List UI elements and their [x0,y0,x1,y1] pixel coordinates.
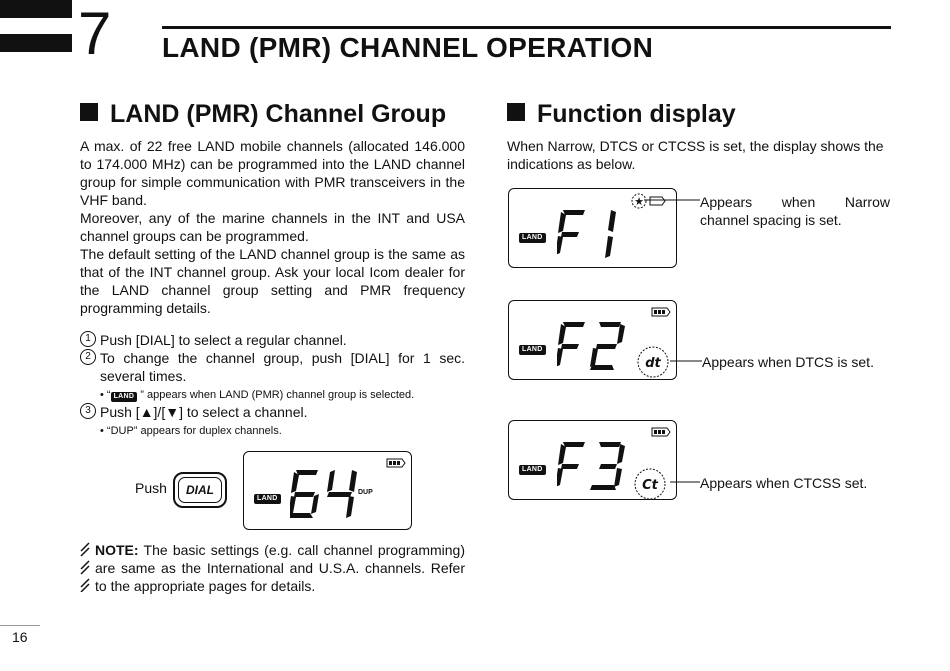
ctcss-indicator-icon: Ct [634,468,666,500]
note-text: The basic settings (e.g. call channel pr… [95,542,465,594]
note-label: NOTE: [95,542,139,558]
step-number: 1 [80,331,96,347]
battery-icon [651,307,671,317]
page-number-rule [0,625,40,626]
bullet-land: • “LAND ” appears when LAND (PMR) channe… [100,389,415,402]
lcd-display-channel: LAND 64 DUP [243,451,412,530]
chapter-title: LAND (PMR) CHANNEL OPERATION [162,32,654,63]
step-text: To change the channel group, push [DIAL]… [100,350,465,384]
f2-text: F2 [509,301,510,302]
step-item: 2 To change the channel group, push [DIA… [80,349,465,385]
f2-digits [557,322,625,370]
callout-line [644,199,700,201]
f3-digits [557,442,625,490]
f1-digits [557,210,616,258]
channel-digits [290,470,357,518]
lcd-display-f1: LAND F1 ★ [508,188,677,268]
section-heading-function-display: Function display [507,100,736,129]
dial-label: DIAL [178,477,222,503]
callout-line [670,481,700,483]
land-badge-icon: LAND [254,494,281,504]
chapter-tab-bar [0,34,72,52]
step-text: Push [▲]/[▼] to select a channel. [100,404,308,420]
callout-ctcss: Appears when CTCSS set. [700,475,868,491]
svg-text:dt: dt [645,356,661,371]
step-item: 3 Push [▲]/[▼] to select a channel. [80,403,465,421]
paragraph: A max. of 22 free LAND mobile channels (… [80,138,465,208]
note-block: NOTE: The basic settings (e.g. call chan… [95,541,465,595]
battery-icon [386,458,406,468]
chapter-tab-bar [0,0,72,18]
square-bullet-icon [507,103,525,121]
step-text: Push [DIAL] to select a regular channel. [100,332,347,348]
chapter-number: 7 [78,0,112,67]
land-badge-icon: LAND [519,465,546,475]
callout-narrow: Appears when Narrow channel spacing is s… [700,194,890,228]
step-number: 3 [80,403,96,419]
header-rule [162,26,891,29]
callout-dtcs: Appears when DTCS is set. [702,354,874,370]
push-label: Push [135,480,167,496]
steps-list: 1 Push [DIAL] to select a regular channe… [80,331,465,439]
dtcs-indicator-icon: dt [637,346,669,378]
page-number: 16 [12,629,28,645]
channel-number-text: 64 [244,452,245,453]
section-heading-land-group: LAND (PMR) Channel Group [80,100,446,129]
callout-line [670,360,702,362]
svg-text:★: ★ [634,195,644,208]
land-badge-icon: LAND [110,392,138,402]
f1-text: F1 [509,189,510,190]
bullet-dup: • “DUP” appears for duplex channels. [100,425,282,437]
paragraph: The default setting of the LAND channel … [80,246,465,316]
step-number: 2 [80,349,96,365]
narrow-indicator-icon: ★ [631,193,666,209]
svg-text:Ct: Ct [642,478,659,493]
square-bullet-icon [80,103,98,121]
battery-icon [651,427,671,437]
dial-button-icon: DIAL [173,472,227,508]
land-badge-icon: LAND [519,233,546,243]
f3-text: F3 [509,421,510,422]
lcd-display-f2: LAND F2 dt [508,300,677,380]
land-group-description: A max. of 22 free LAND mobile channels (… [80,137,465,317]
step-item: 1 Push [DIAL] to select a regular channe… [80,331,465,349]
function-display-intro: When Narrow, DTCS or CTCSS is set, the d… [507,138,884,172]
dup-indicator: DUP [358,489,373,496]
paragraph: Moreover, any of the marine channels in … [80,210,465,244]
lcd-display-f3: LAND F3 Ct [508,420,677,500]
land-badge-icon: LAND [519,345,546,355]
note-hatch-icon [80,542,94,593]
